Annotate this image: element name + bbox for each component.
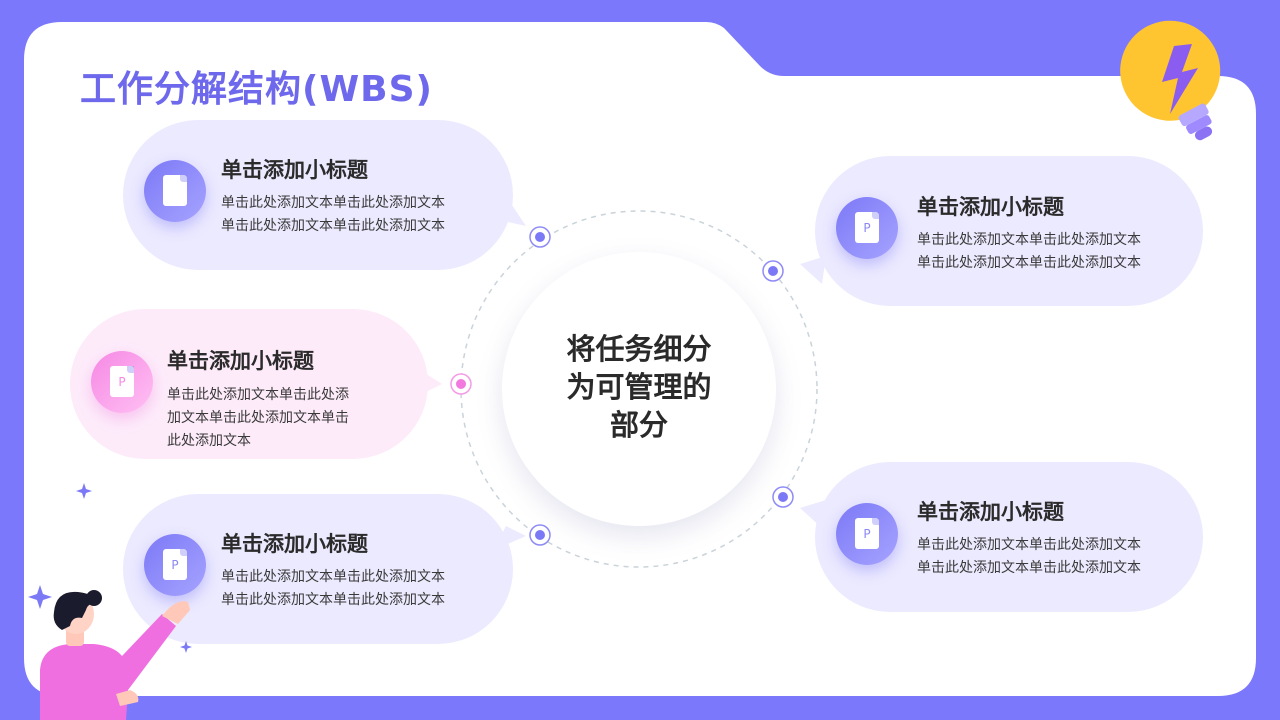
document-icon: P: [163, 549, 187, 580]
card-title: 单击添加小标题: [167, 345, 314, 375]
document-icon: P: [855, 212, 879, 243]
document-icon: [163, 175, 187, 206]
card-text: 单击此处添加文本单击此处添加文本单击此处添加文本单击此处添加文本: [917, 534, 1141, 580]
icon-badge: P: [91, 351, 153, 413]
presenter-illustration: [30, 590, 200, 720]
card-title: 单击添加小标题: [917, 496, 1064, 526]
icon-badge: [144, 160, 206, 222]
wbs-card-5: P 单击添加小标题 单击此处添加文本单击此处添加文本单击此处添加文本单击此处添加…: [815, 462, 1203, 612]
card-title: 单击添加小标题: [917, 191, 1064, 221]
center-circle: 将任务细分 为可管理的 部分: [502, 252, 776, 526]
wbs-card-1: 单击添加小标题 单击此处添加文本单击此处添加文本单击此处添加文本单击此处添加文本: [123, 120, 513, 270]
wbs-card-4: P 单击添加小标题 单击此处添加文本单击此处添加文本单击此处添加文本单击此处添加…: [815, 156, 1203, 306]
card-title: 单击添加小标题: [221, 154, 368, 184]
card-text: 单击此处添加文本单击此处添加文本单击此处添加文本单击此处添加文本: [221, 566, 445, 612]
card-title: 单击添加小标题: [221, 528, 368, 558]
icon-badge: P: [836, 503, 898, 565]
icon-badge: P: [144, 534, 206, 596]
card-text: 单击此处添加文本单击此处添加文本单击此处添加文本单击此处添加文本: [221, 192, 445, 238]
icon-badge: P: [836, 197, 898, 259]
document-icon: P: [110, 366, 134, 397]
document-icon: P: [855, 518, 879, 549]
card-text: 单击此处添加文本单击此处添加文本单击此处添加文本单击此处添加文本: [167, 384, 349, 453]
center-text: 将任务细分 为可管理的 部分: [502, 330, 776, 444]
wbs-card-2: P 单击添加小标题 单击此处添加文本单击此处添加文本单击此处添加文本单击此处添加…: [70, 309, 428, 459]
card-text: 单击此处添加文本单击此处添加文本单击此处添加文本单击此处添加文本: [917, 229, 1141, 275]
sparkle-icon: [76, 483, 92, 499]
